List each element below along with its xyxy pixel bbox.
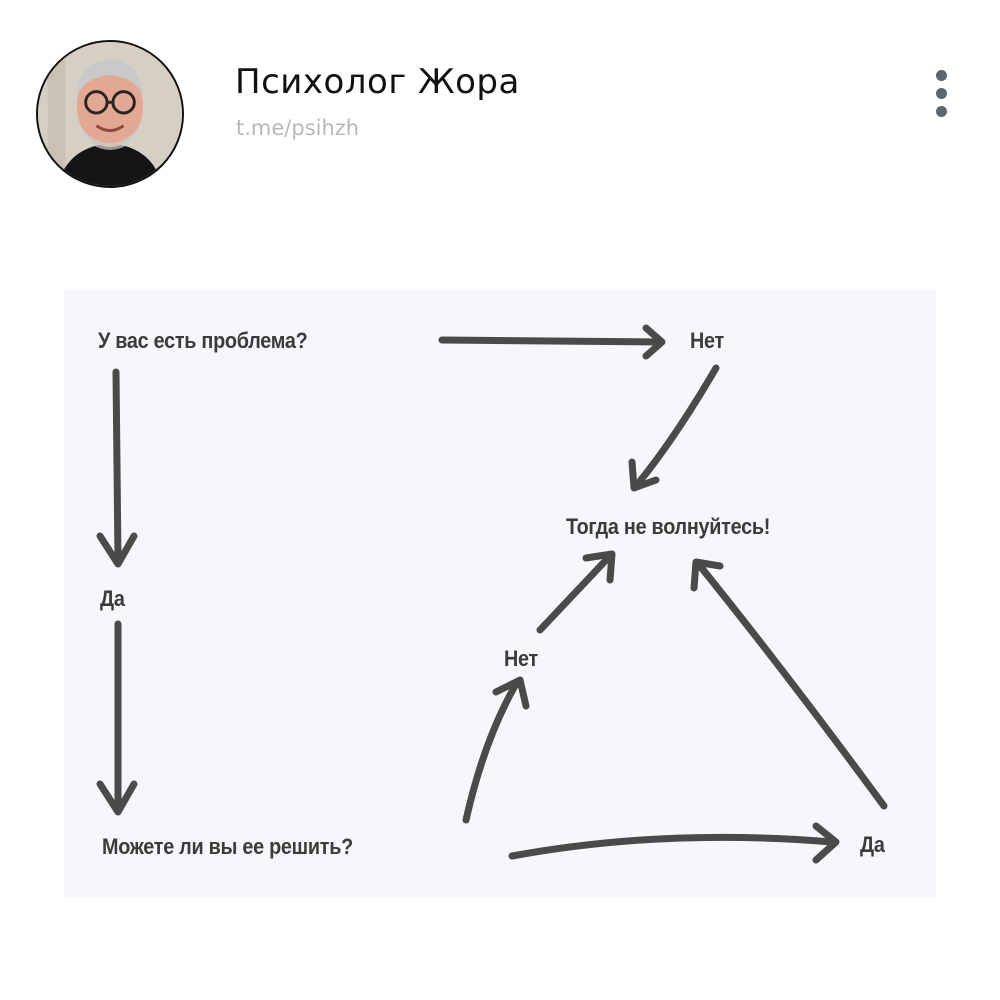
- node-question-problem: У вас есть проблема?: [98, 328, 308, 353]
- node-no-middle: Нет: [504, 646, 538, 671]
- channel-name[interactable]: Психолог Жора: [235, 62, 520, 102]
- arrow-solve-to-yes: [508, 833, 836, 860]
- channel-link[interactable]: t.me/psihzh: [236, 116, 360, 140]
- arrow-problem-to-no: [438, 336, 664, 346]
- node-no-top: Нет: [690, 328, 724, 353]
- arrow-problem-to-yes: [112, 368, 122, 564]
- arrow-no-to-dontworry: [632, 364, 720, 490]
- more-menu-button[interactable]: [928, 66, 956, 122]
- node-question-solve: Можете ли вы ее решить?: [102, 834, 353, 859]
- arrow-yes-to-dontworry: [696, 562, 888, 810]
- node-yes-bottom: Да: [860, 832, 885, 857]
- avatar-photo: [38, 42, 182, 186]
- flowchart: У вас есть проблема? Нет Да Тогда не вол…: [64, 290, 936, 898]
- arrow-solve-to-no: [462, 680, 520, 824]
- post-header: Психолог Жора t.me/psihzh: [0, 0, 1000, 220]
- avatar[interactable]: [36, 40, 184, 188]
- arrow-no-to-dontworry-2: [536, 554, 612, 634]
- node-dont-worry: Тогда не волнуйтесь!: [566, 514, 771, 539]
- node-yes-left: Да: [100, 586, 125, 611]
- flowchart-arrows: [96, 324, 888, 864]
